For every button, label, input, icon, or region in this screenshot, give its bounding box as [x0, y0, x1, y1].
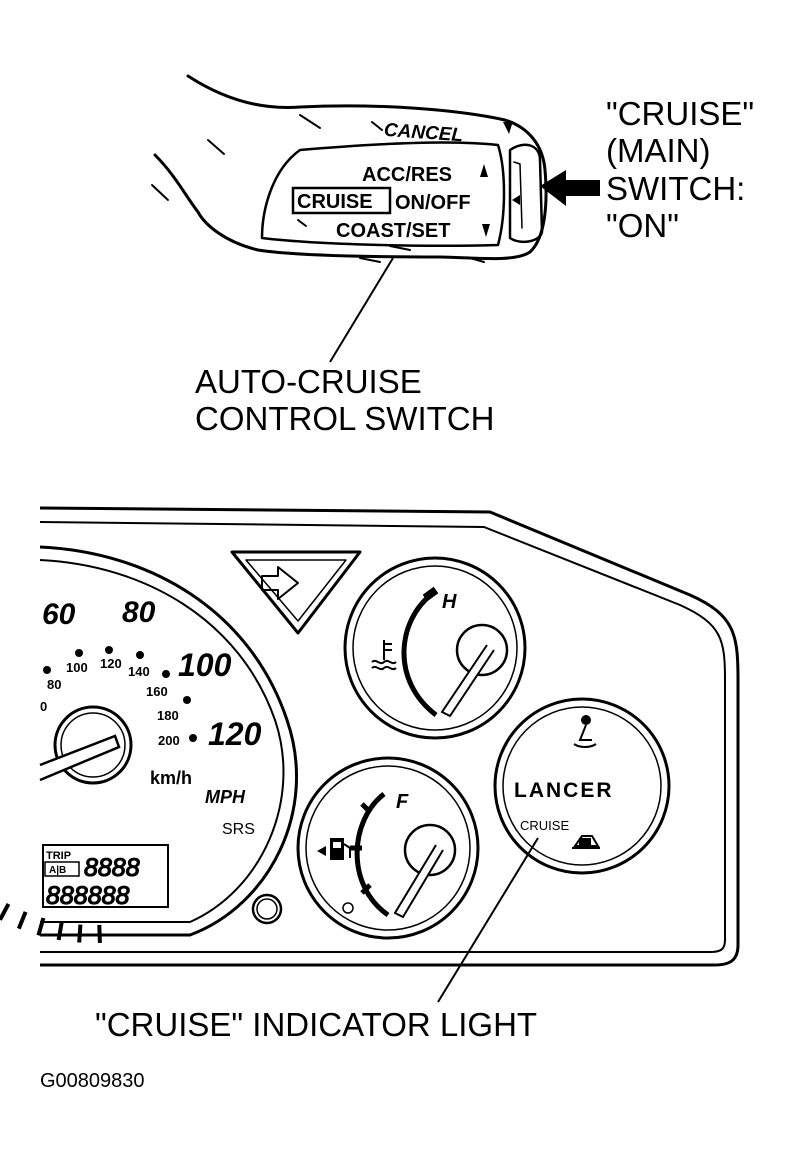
coast-set-legend: COAST/SET	[336, 220, 450, 242]
callout-line: CONTROL SWITCH	[195, 400, 495, 438]
callout-line: "CRUISE"	[606, 95, 755, 132]
speed-tick	[0, 902, 11, 921]
fuel-pump-icon	[317, 838, 351, 860]
pointer-arrow-icon	[540, 170, 600, 206]
cruise-legend-box	[291, 186, 392, 215]
cruise-legend: CRUISE	[297, 191, 373, 213]
speedometer-hub	[53, 705, 133, 785]
door-ajar-icon	[572, 835, 600, 849]
speedometer	[39, 545, 298, 937]
trip-reset-knob[interactable]	[251, 893, 283, 925]
fuel-needle	[393, 844, 444, 919]
odometer-digits: 888888	[46, 882, 130, 910]
acc-res-legend: ACC/RES	[362, 164, 452, 186]
trip-display: TRIP A|B 8888 888888	[42, 844, 169, 911]
cluster-outline	[39, 506, 740, 967]
speed-major-label: 60	[42, 598, 76, 631]
speed-tick	[56, 921, 64, 941]
switch-panel	[260, 141, 506, 247]
callout-line: "ON"	[606, 206, 679, 244]
trip-label: TRIP	[46, 850, 71, 862]
warning-light-cluster	[493, 697, 671, 875]
callout-line: SWITCH:	[606, 169, 746, 207]
fuel-full-label: F	[396, 791, 409, 813]
turn-signal-indicator	[230, 550, 362, 635]
speed-minor-label: 140	[128, 664, 150, 679]
cruise-indicator-label: CRUISE	[520, 818, 569, 833]
control-switch-leader	[329, 257, 394, 363]
speed-minor-label: 0	[40, 699, 47, 714]
fuel-reset-knob[interactable]	[342, 902, 354, 914]
trip-ab-label: A|B	[49, 865, 66, 876]
speed-major-label: 120	[208, 716, 262, 752]
speedometer-ticks	[0, 902, 102, 943]
coolant-icon	[371, 640, 397, 671]
trip-digits: 8888	[84, 854, 140, 882]
speed-minor-label: 120	[100, 656, 122, 671]
callout-line: AUTO-CRUISE	[195, 363, 422, 400]
main-switch-face	[513, 161, 523, 229]
main-switch-callout: "CRUISE" (MAIN) SWITCH: "ON"	[606, 95, 754, 244]
right-arrow-icon	[261, 566, 299, 600]
speed-minor-label: 200	[158, 733, 180, 748]
speed-major-label: 100	[178, 647, 232, 683]
srs-label: SRS	[222, 821, 255, 838]
indicator-leader	[437, 837, 539, 1003]
left-arrow-icon	[512, 195, 520, 205]
control-switch-callout: AUTO-CRUISE CONTROL SWITCH	[195, 363, 494, 438]
speed-tick	[77, 924, 83, 943]
up-arrow-icon	[480, 164, 488, 177]
cancel-arrow-icon	[503, 121, 513, 134]
stalk-body	[153, 74, 548, 261]
brand-logo: LANCER	[514, 779, 614, 802]
cancel-legend: CANCEL	[383, 120, 463, 146]
kmh-unit: km/h	[150, 768, 192, 788]
figure-code: G00809830	[40, 1070, 145, 1092]
speed-tick	[36, 917, 46, 936]
indicator-light-callout: "CRUISE" INDICATOR LIGHT	[95, 1006, 538, 1043]
on-off-legend: ON/OFF	[395, 192, 471, 214]
speed-minor-label: 180	[157, 708, 179, 723]
seatbelt-icon	[573, 715, 597, 748]
speed-minor-label: 80	[47, 677, 61, 692]
speed-tick	[97, 924, 102, 943]
speed-major-label: 80	[122, 596, 156, 629]
down-arrow-icon	[482, 224, 490, 237]
callout-line: (MAIN)	[606, 132, 711, 170]
cruise-control-stalk	[151, 74, 548, 263]
mph-unit: MPH	[205, 787, 246, 807]
speed-minor-label: 160	[146, 684, 168, 699]
fuel-gauge	[296, 756, 480, 940]
speed-tick	[16, 911, 28, 930]
temperature-needle	[440, 644, 495, 718]
speed-minor-label: 100	[66, 660, 88, 675]
temp-hot-label: H	[442, 591, 457, 613]
main-switch-rocker[interactable]	[508, 143, 544, 244]
temperature-gauge	[343, 556, 527, 740]
speedometer-needle	[39, 734, 121, 782]
